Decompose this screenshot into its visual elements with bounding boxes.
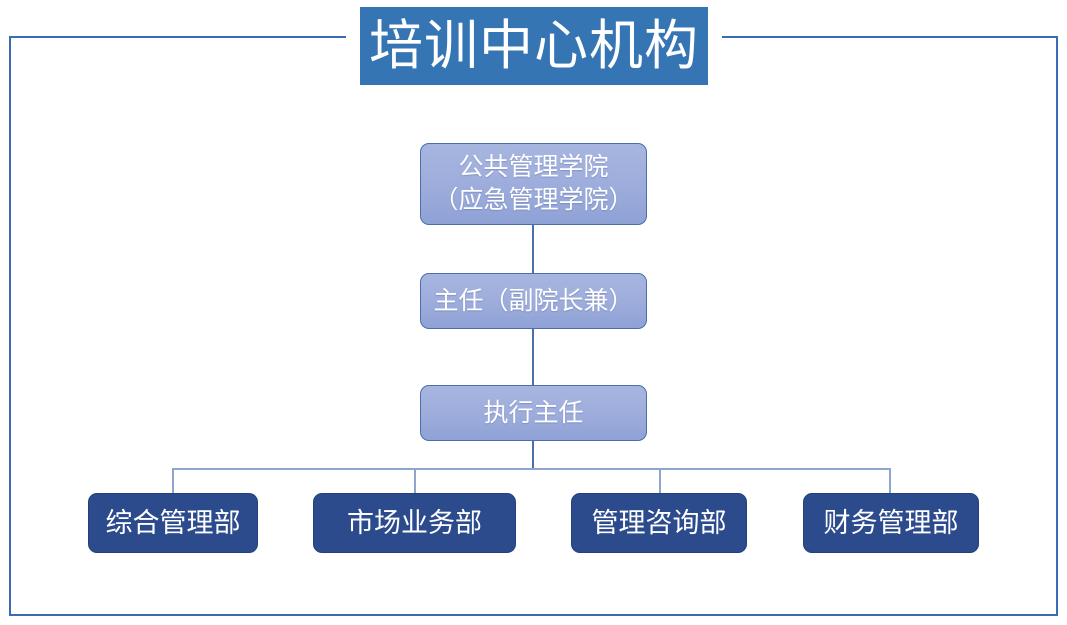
frame-border-right (1056, 36, 1058, 616)
node-department-general-management-label: 综合管理部 (105, 507, 241, 538)
node-college-line-1: 公共管理学院 (458, 154, 609, 181)
node-executive-director-label: 执行主任 (483, 399, 584, 427)
connector-drop-dept-4 (889, 468, 891, 494)
frame-border-left (9, 36, 11, 616)
frame-border-top-left (9, 36, 346, 38)
node-department-general-management[interactable]: 综合管理部 (88, 493, 258, 553)
node-college-line-2: （应急管理学院） (433, 187, 634, 214)
connector-director-to-exec (532, 329, 534, 385)
connector-drop-dept-1 (172, 468, 174, 494)
chart-title-banner: 培训中心机构 (360, 7, 708, 85)
frame-border-bottom (9, 614, 1058, 616)
node-department-finance-management-label: 财务管理部 (823, 507, 959, 538)
node-executive-director[interactable]: 执行主任 (420, 385, 647, 441)
connector-exec-stem (532, 441, 534, 469)
chart-title-text: 培训中心机构 (369, 16, 699, 76)
node-department-management-consulting[interactable]: 管理咨询部 (571, 493, 747, 553)
node-department-market-business[interactable]: 市场业务部 (313, 493, 516, 553)
node-department-management-consulting-label: 管理咨询部 (591, 507, 727, 538)
node-department-market-business-label: 市场业务部 (347, 507, 482, 538)
node-director-label: 主任（副院长兼） (433, 287, 634, 315)
connector-drop-dept-2 (414, 468, 416, 494)
node-college[interactable]: 公共管理学院 （应急管理学院） (420, 143, 647, 225)
connector-college-to-director (532, 225, 534, 273)
node-department-finance-management[interactable]: 财务管理部 (803, 493, 979, 553)
connector-drop-dept-3 (659, 468, 661, 494)
node-director[interactable]: 主任（副院长兼） (420, 273, 647, 329)
frame-border-top-right (722, 36, 1058, 38)
connector-department-bus (172, 468, 890, 470)
